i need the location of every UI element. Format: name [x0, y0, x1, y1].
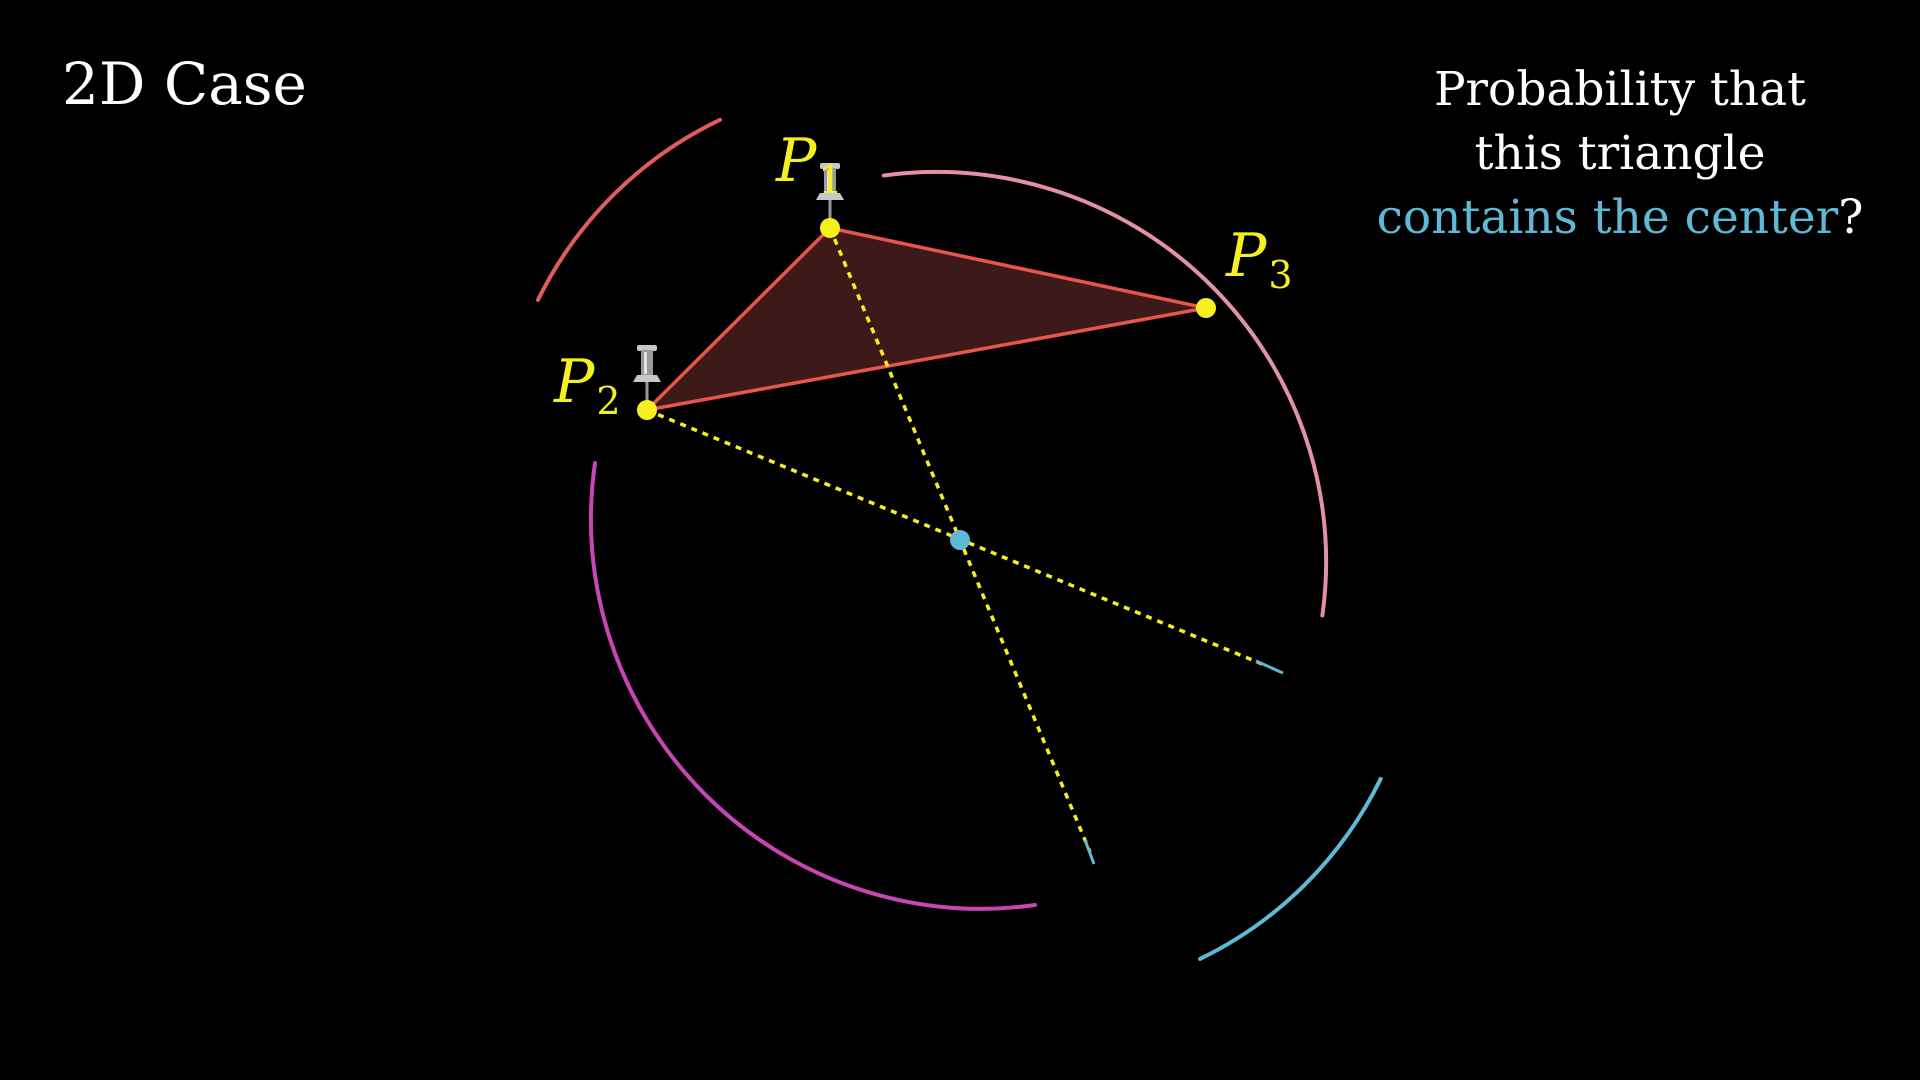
label-p2: P2	[553, 347, 621, 423]
label-p1: P1	[775, 126, 843, 202]
point-p1[interactable]	[820, 218, 840, 238]
diameter-line-p2	[646, 408, 1263, 666]
question-highlight: contains the center	[1376, 190, 1839, 245]
antipode-tick-p1	[1083, 839, 1096, 865]
point-p2[interactable]	[637, 400, 657, 420]
question-mark: ?	[1838, 190, 1864, 245]
arc-near-p2	[589, 461, 1037, 911]
center-point	[950, 530, 970, 550]
antipode-tick-p2	[1255, 659, 1284, 675]
label-p3: P3	[1225, 221, 1293, 297]
arc-opposite	[1198, 776, 1383, 961]
arc-near-p3	[881, 170, 1329, 618]
question-line-3: contains the center?	[1340, 186, 1900, 250]
question-text: Probability that this triangle contains …	[1340, 58, 1900, 250]
push-pin-icon[interactable]	[631, 343, 663, 404]
arc-near-p1	[536, 117, 722, 302]
question-line-1: Probability that	[1433, 62, 1807, 117]
question-line-2: this triangle	[1474, 126, 1766, 181]
scene-title: 2D Case	[62, 50, 307, 118]
point-p3[interactable]	[1196, 298, 1216, 318]
triangle	[645, 226, 1208, 412]
